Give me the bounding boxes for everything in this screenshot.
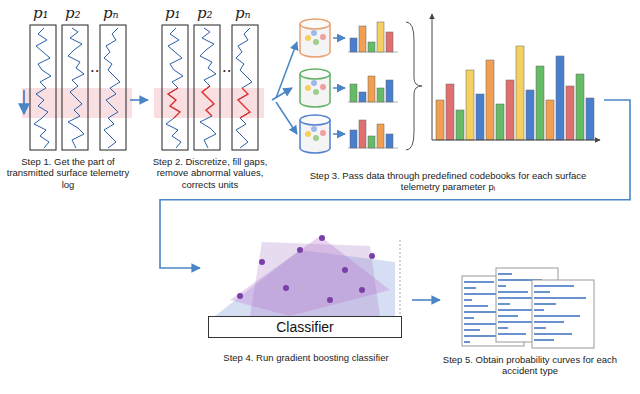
- step-caption: Step 1. Get the part of transmitted surf…: [6, 156, 130, 190]
- step-group: Step 2. Discretize, fill gaps, remove ab…: [148, 4, 272, 190]
- step-group: Step 3. Pass data through predefined cod…: [292, 4, 604, 193]
- parameter-label: p₁: [165, 4, 181, 22]
- flow-arrow: [412, 299, 440, 301]
- classifier-box: Classifier: [208, 316, 402, 338]
- parameter-label: ..: [222, 58, 232, 76]
- step-caption: Step 2. Discretize, fill gaps, remove ab…: [148, 156, 272, 190]
- parameter-label: ..: [90, 58, 100, 76]
- step-caption: Step 4. Run gradient boosting classifier: [200, 352, 412, 363]
- step-caption: Step 3. Pass data through predefined cod…: [292, 170, 604, 193]
- flow-arrow: [130, 99, 148, 101]
- parameter-label: pₙ: [235, 4, 251, 22]
- step-group: Step 5. Obtain probability curves for ea…: [440, 262, 620, 377]
- telemetry-log: [22, 25, 132, 150]
- classifier-planes: [215, 235, 400, 316]
- split-arrows: [276, 42, 297, 134]
- parameter-label: p₂: [65, 4, 81, 22]
- combined-histogram: [432, 14, 600, 140]
- box-label: Classifier: [213, 319, 397, 335]
- codebook-cylinders: [300, 19, 345, 153]
- parameter-label: p₂: [197, 4, 213, 22]
- codebook-histograms: [348, 22, 398, 148]
- parameter-label: pₙ: [103, 4, 119, 22]
- step-group: Step 4. Run gradient boosting classifier…: [200, 228, 412, 363]
- step-caption: Step 5. Obtain probability curves for ea…: [440, 354, 620, 377]
- step-group: Step 1. Get the part of transmitted surf…: [6, 4, 130, 190]
- flow-arrow: [272, 88, 292, 100]
- probability-curves: [462, 268, 594, 348]
- brace: [406, 22, 422, 150]
- cleaned-log: [154, 25, 264, 150]
- parameter-label: p₁: [33, 4, 49, 22]
